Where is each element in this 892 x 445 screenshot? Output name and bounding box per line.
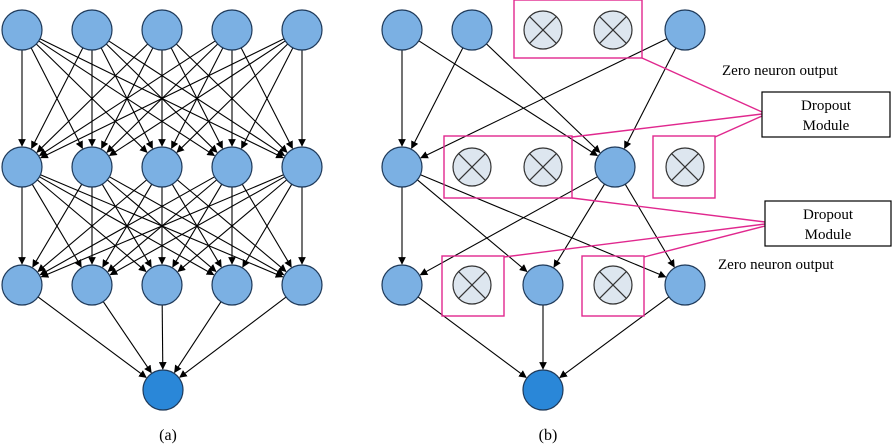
neuron-b-l0-4	[664, 9, 706, 51]
neuron-a-l2-3	[211, 264, 253, 306]
dropout-module-bottom-line2: Module	[805, 227, 852, 243]
neuron-b-l1-0	[381, 146, 423, 188]
neuron-a-l2-1	[71, 264, 113, 306]
dropped-neuron-b-l1-1	[452, 147, 492, 187]
caption-a: (a)	[159, 427, 177, 444]
dropped-neuron-b-l1-4	[665, 147, 705, 187]
neuron-b-l1-3	[594, 146, 636, 188]
connections	[18, 38, 677, 378]
neuron-a-l0-3	[211, 9, 253, 51]
dropout-module-top: Dropout Module	[761, 91, 891, 138]
connection-b-out-0	[417, 296, 527, 378]
neuron-a-l0-2	[141, 9, 183, 51]
connection-a-out-2	[158, 304, 167, 370]
connection-b-l1-3-4	[624, 183, 675, 268]
pink-line-top-3	[714, 115, 763, 138]
neuron-a-l1-2	[141, 146, 183, 188]
connection-a-l0-4-0	[40, 38, 285, 159]
connection-b-l1-0-4	[420, 174, 667, 278]
connection-a-l1-4-1	[109, 176, 285, 276]
zero-neuron-output-bottom: Zero neuron output	[718, 257, 835, 273]
dropout-box-layer1-single	[652, 135, 716, 199]
connection-a-l0-1-0	[31, 47, 84, 149]
connection-a-l0-2-0	[36, 43, 149, 153]
neuron-a-l1-4	[281, 146, 323, 188]
pink-line-top-2	[571, 113, 763, 138]
connection-a-out-4	[179, 296, 287, 378]
connection-a-l1-1-0	[32, 183, 83, 268]
caption-b: (b)	[539, 427, 558, 444]
connection-a-out-0	[37, 296, 147, 378]
dropped-neuron-b-l0-3	[593, 10, 633, 50]
connection-b-l1-0-2	[416, 179, 528, 273]
dropout-module-bottom: Dropout Module	[764, 200, 892, 247]
neuron-b-l2-2	[522, 264, 564, 306]
dropout-module-top-line1: Dropout	[801, 98, 852, 114]
dropped-neuron-b-l2-3	[593, 265, 633, 305]
connection-a-out-1	[102, 301, 152, 374]
pink-line-bottom-2	[503, 223, 766, 258]
pink-line-bottom-3	[643, 225, 766, 258]
dropped-neuron-b-l2-1	[452, 265, 492, 305]
neuron-b-l2-4	[664, 264, 706, 306]
connection-a-l0-4-2	[176, 43, 289, 153]
neuron-a-l2-0	[1, 264, 43, 306]
connection-a-out-3	[174, 301, 222, 374]
connection-a-l0-4-3	[241, 47, 294, 149]
dropout-module-bottom-line1: Dropout	[803, 207, 854, 223]
neuron-b-l0-0	[381, 9, 423, 51]
neuron-a-l1-0	[1, 146, 43, 188]
connection-a-l1-4-0	[40, 174, 284, 278]
pink-line-bottom-1	[571, 197, 766, 223]
neuron-a-l1-3	[211, 146, 253, 188]
connection-a-l1-4-2	[177, 179, 288, 272]
dropout-module-top-line2: Module	[803, 118, 850, 134]
dropped-neuron-b-l0-2	[523, 10, 563, 50]
dropout-box-layer1-pair	[443, 135, 573, 199]
connection-a-l0-4-1	[108, 40, 286, 156]
dropout-box-layer2-right	[581, 255, 645, 317]
connection-a-l1-4-3	[242, 183, 293, 268]
neuron-a-l1-1	[71, 146, 113, 188]
connection-b-l1-3-2	[553, 183, 606, 268]
dropout-box-layer2-left	[441, 255, 505, 317]
connection-b-l1-3-0	[419, 176, 598, 276]
neurons	[1, 0, 716, 411]
output-neuron-b	[522, 369, 564, 411]
connection-a-l1-3-0	[39, 176, 215, 276]
neuron-a-l0-1	[71, 9, 113, 51]
dropout-box-layer0	[513, 0, 643, 59]
neuron-a-l0-0	[1, 9, 43, 51]
connection-b-l0-1-0	[411, 47, 464, 149]
connection-b-l0-4-3	[624, 47, 677, 149]
pink-line-top-1	[641, 57, 763, 113]
neuron-a-l2-2	[141, 264, 183, 306]
connection-a-l1-2-0	[37, 179, 148, 272]
neuron-a-l2-4	[281, 264, 323, 306]
output-neuron-a	[142, 369, 184, 411]
neuron-b-l2-0	[381, 264, 423, 306]
neuron-a-l0-4	[281, 9, 323, 51]
connection-a-l0-3-0	[38, 40, 216, 156]
neuron-b-l0-1	[451, 9, 493, 51]
dropped-neuron-b-l1-2	[523, 147, 563, 187]
dropout-highlight-lines	[503, 57, 766, 258]
zero-neuron-output-top: Zero neuron output	[722, 63, 839, 79]
connection-b-out-4	[559, 296, 670, 378]
